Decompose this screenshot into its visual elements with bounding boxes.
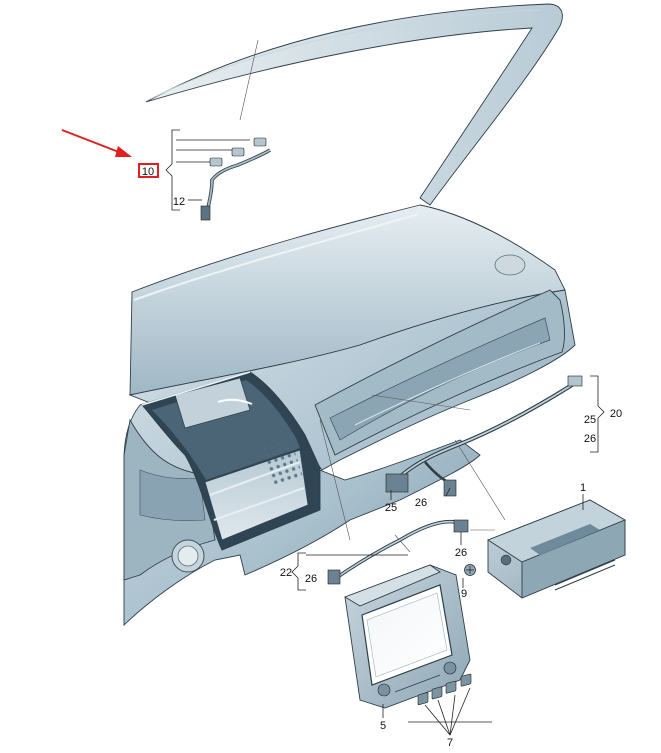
windshield-area bbox=[145, 3, 563, 206]
buttons-part-7 bbox=[417, 673, 472, 705]
radio-unit-part-1 bbox=[487, 499, 627, 599]
callout-26-right: 26 bbox=[455, 547, 467, 559]
callout-20: 20 bbox=[610, 408, 622, 420]
dashboard-body bbox=[123, 204, 576, 627]
callout-25-top: 25 bbox=[584, 414, 596, 426]
leader-lines bbox=[239, 39, 506, 553]
callout-labels: 10 12 20 25 26 1 26 25 26 22 26 9 5 7 bbox=[142, 166, 622, 749]
callout-12: 12 bbox=[173, 196, 185, 208]
antenna-harness bbox=[200, 137, 271, 221]
callout-7: 7 bbox=[447, 737, 453, 749]
callout-26-top: 26 bbox=[584, 433, 596, 445]
callout-25-left: 25 bbox=[385, 502, 397, 514]
callout-1: 1 bbox=[580, 482, 586, 494]
display-unit-part-5 bbox=[343, 564, 471, 709]
callout-26-mid: 26 bbox=[415, 497, 427, 509]
callout-5: 5 bbox=[380, 720, 386, 732]
highlight-arrow bbox=[61, 129, 159, 178]
callout-26-left: 26 bbox=[305, 573, 317, 585]
callout-brackets bbox=[165, 129, 605, 736]
callout-10: 10 bbox=[142, 166, 154, 178]
cable-22 bbox=[327, 519, 469, 585]
callout-9: 9 bbox=[461, 588, 467, 600]
callout-22: 22 bbox=[280, 567, 292, 579]
screw-part-9 bbox=[464, 564, 476, 576]
